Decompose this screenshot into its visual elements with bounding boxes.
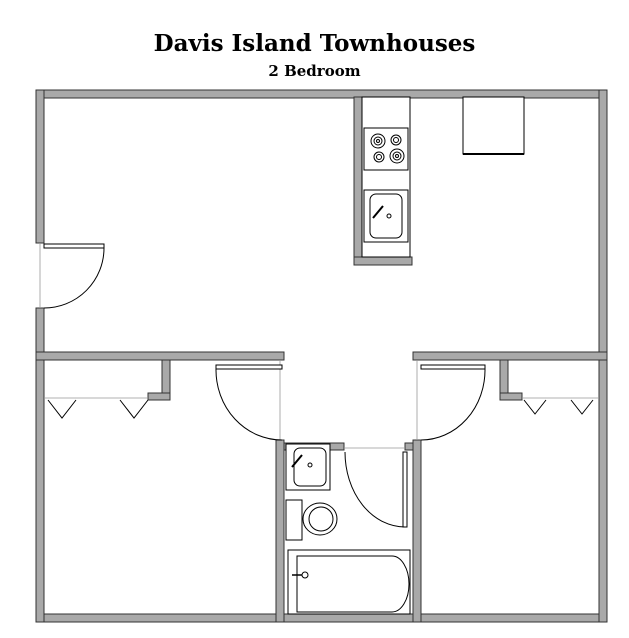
refrigerator — [462, 96, 525, 155]
right-closet[interactable] — [522, 397, 599, 415]
plan-title: Davis Island Townhouses — [153, 30, 476, 57]
toilet — [285, 499, 338, 541]
left-closet[interactable] — [44, 397, 149, 419]
left-bedroom-door[interactable] — [215, 360, 283, 441]
plan-subtitle: 2 Bedroom — [268, 62, 361, 80]
kitchen-sink — [363, 189, 409, 243]
bathroom-sink — [285, 443, 331, 491]
bathtub — [287, 549, 411, 615]
bathroom-door[interactable] — [344, 447, 408, 528]
entry-door[interactable] — [39, 243, 105, 309]
kitchen-counter — [361, 96, 411, 258]
walls — [35, 89, 608, 623]
right-bedroom-door[interactable] — [416, 360, 486, 441]
stove — [363, 127, 409, 171]
